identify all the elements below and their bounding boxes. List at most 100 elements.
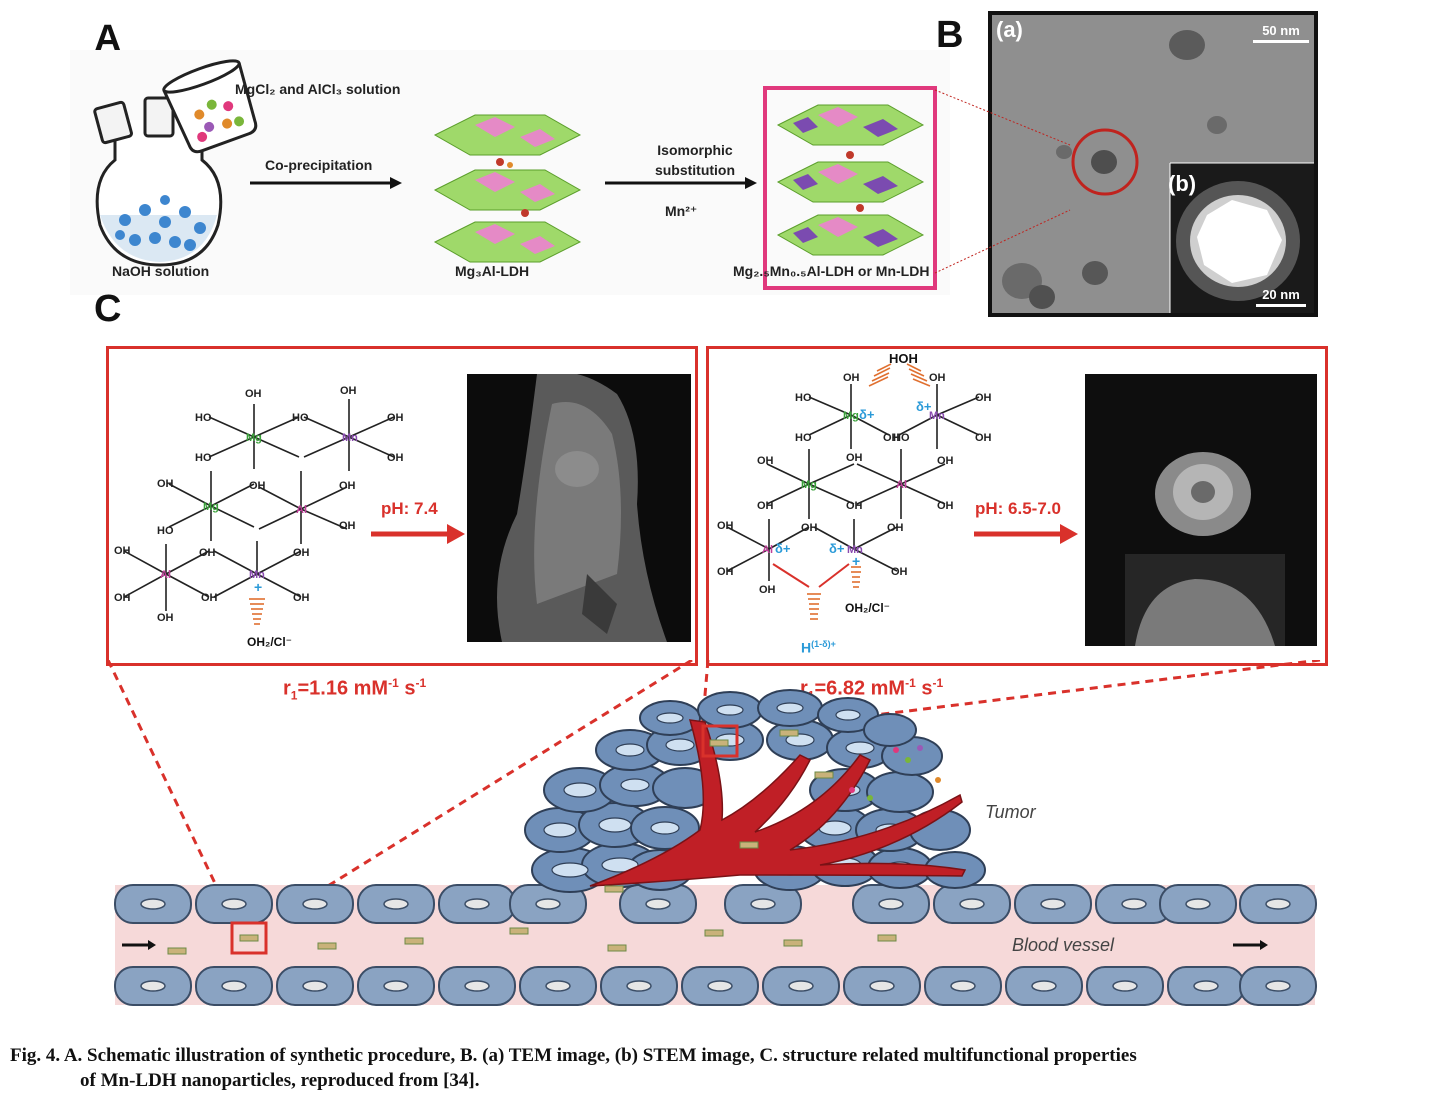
svg-text:OH: OH (843, 372, 860, 384)
svg-text:OH: OH (883, 432, 900, 444)
svg-text:HO: HO (795, 432, 812, 444)
beaker-label: MgCl₂ and AlCl₃ solution (235, 81, 401, 97)
svg-text:OH: OH (846, 500, 863, 512)
svg-text:OH: OH (201, 592, 218, 604)
svg-text:OH: OH (717, 566, 734, 578)
svg-text:OH: OH (887, 522, 904, 534)
mri-image-acidic (1085, 374, 1317, 646)
tem-image-frame: (a) (b) 50 nm 20 nm (988, 11, 1318, 317)
panel-label-b: B (936, 14, 964, 56)
svg-text:Al: Al (296, 504, 307, 516)
svg-text:Al: Al (160, 569, 171, 581)
svg-text:OH: OH (717, 520, 734, 532)
svg-text:HO: HO (195, 452, 212, 464)
round-bottom-flask-icon (93, 96, 223, 267)
nanoparticles (167, 729, 897, 955)
svg-text:Mn: Mn (342, 432, 358, 444)
synthesis-scheme (70, 50, 950, 295)
tem-sublabel-a: (a) (996, 17, 1023, 42)
hoh-text: HOH (889, 351, 918, 366)
neutral-ph-label: pH: 7.4 (381, 499, 438, 518)
svg-text:HO: HO (795, 392, 812, 404)
scale-bar-a-label: 50 nm (1262, 23, 1300, 38)
r-subscript: 1 (290, 688, 298, 703)
svg-text:Mg: Mg (246, 432, 262, 444)
svg-text:δ+: δ+ (859, 407, 875, 422)
flow-arrow-left (122, 940, 156, 950)
colored-particles (849, 745, 941, 801)
mn-ldh-layers (776, 104, 925, 256)
svg-text:OH: OH (801, 522, 818, 534)
svg-text:OH: OH (249, 480, 266, 492)
svg-text:δ+: δ+ (775, 541, 791, 556)
flask-label: NaOH solution (112, 263, 210, 279)
svg-text:OH: OH (387, 452, 404, 464)
product1-label: Mg₃Al-LDH (455, 263, 530, 279)
step2-label-line2: substitution (654, 162, 736, 178)
svg-text:OH: OH (245, 388, 262, 400)
svg-text:Mn: Mn (929, 410, 945, 422)
svg-text:OH: OH (891, 566, 908, 578)
svg-text:Mg: Mg (843, 410, 859, 422)
svg-text:OH: OH (114, 592, 131, 604)
svg-text:HO: HO (195, 412, 212, 424)
relaxivity-value: =1.16 mM (297, 677, 389, 700)
r-symbol: r (283, 677, 291, 700)
step2-label: Isomorphic substitution (640, 140, 750, 180)
partial-proton-label: H(1-δ)+ (801, 639, 836, 656)
svg-text:Al: Al (762, 544, 773, 556)
svg-text:Al: Al (896, 479, 907, 491)
svg-text:OH: OH (114, 545, 131, 557)
acidic-ph-label: pH: 6.5-7.0 (975, 499, 1061, 518)
svg-text:OH: OH (757, 455, 774, 467)
svg-text:Mg: Mg (801, 479, 817, 491)
caption-line-2: of Mn-LDH nanoparticles, reproduced from… (80, 1070, 480, 1091)
unit-exp2: -1 (415, 676, 427, 690)
svg-text:δ+: δ+ (829, 541, 845, 556)
svg-text:Mn: Mn (847, 544, 863, 556)
tumor-zoom-box (701, 724, 739, 758)
vessel-zoom-box (230, 921, 268, 955)
svg-text:OH: OH (937, 500, 954, 512)
neutral-water-label: OH₂/Cl⁻ (247, 635, 292, 649)
tumor-vessel-illustration (106, 660, 1321, 1006)
svg-text:+: + (254, 579, 262, 595)
step2-label-line1: Isomorphic (657, 142, 733, 158)
scale-bar-a: 50 nm (1253, 23, 1309, 43)
svg-text:Mn: Mn (249, 569, 265, 581)
scale-bar-b: 20 nm (1256, 287, 1306, 307)
svg-text:OH: OH (157, 478, 174, 490)
mg3al-ldh-layers (433, 114, 582, 263)
svg-text:OH: OH (339, 520, 356, 532)
scale-bar-b-label: 20 nm (1262, 287, 1300, 302)
partial-proton-h: H (801, 639, 812, 656)
stem-sublabel-b: (b) (1168, 171, 1197, 196)
neutral-ph-arrow (371, 524, 465, 544)
step2-reagent: Mn²⁺ (665, 203, 698, 219)
flow-arrow-right (1233, 940, 1268, 950)
unit-exp1: -1 (905, 676, 916, 690)
water-molecule-label: HOH (889, 351, 918, 366)
svg-text:Mg: Mg (203, 501, 219, 513)
acidic-water-label: OH₂/Cl⁻ (845, 601, 890, 615)
svg-text:OH: OH (846, 452, 863, 464)
svg-text:δ+: δ+ (916, 399, 932, 414)
blood-vessel-label: Blood vessel (1012, 935, 1115, 955)
relaxivity-value: =6.82 mM (814, 677, 906, 700)
scale-bar-b-line (1256, 304, 1306, 307)
zoom-connector (934, 89, 1071, 274)
svg-text:OH: OH (157, 612, 174, 624)
svg-text:OH: OH (293, 592, 310, 604)
tem-image (992, 15, 1314, 313)
mn-ldh-highlight-box (763, 86, 937, 290)
svg-text:OH: OH (975, 392, 992, 404)
svg-text:OH: OH (757, 500, 774, 512)
unit-exp2: -1 (932, 676, 944, 690)
svg-text:OH: OH (339, 480, 356, 492)
relaxivity-neutral: r1=1.16 mM-1 s-1 (283, 676, 426, 703)
panel-label-c: C (94, 288, 122, 330)
scale-bar-a-line (1253, 40, 1309, 43)
